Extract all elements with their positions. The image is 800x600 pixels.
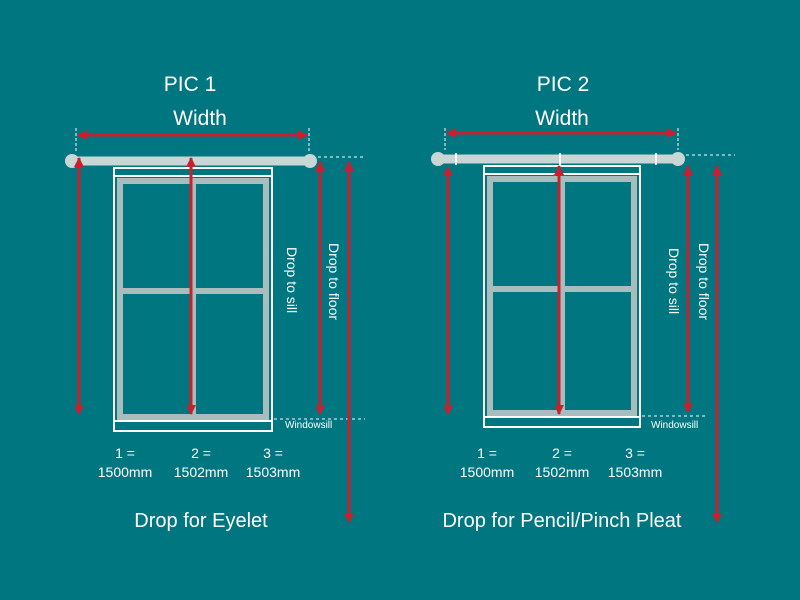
windowsill-label: Windowsill	[285, 420, 332, 431]
pic-label: PIC 1	[164, 73, 217, 96]
measurement-value-2: 1502mm	[535, 464, 589, 480]
pic-label: PIC 2	[537, 73, 590, 96]
drop-to-floor-label: Drop to floor	[326, 243, 342, 320]
panel-pencil-pinch-pleat: PIC 2 Width Drop to sill Drop to floor W…	[431, 73, 735, 532]
measurement-index-2: 2 =	[552, 445, 572, 461]
measurement-index-3: 3 =	[625, 445, 645, 461]
measurement-index-2: 2 =	[191, 445, 211, 461]
rod-finial-right	[671, 152, 685, 166]
measurement-value-3: 1503mm	[608, 464, 662, 480]
windowsill-label: Windowsill	[651, 420, 698, 431]
width-label: Width	[535, 107, 589, 130]
width-label: Width	[173, 107, 227, 130]
windowsill-board	[113, 420, 273, 432]
drop-to-sill-label: Drop to sill	[666, 248, 682, 314]
measurement-value-1: 1500mm	[98, 464, 152, 480]
windowsill-board	[483, 416, 641, 428]
measurement-index-1: 1 =	[477, 445, 497, 461]
rod-finial-right	[303, 154, 317, 168]
measurement-value-3: 1503mm	[246, 464, 300, 480]
rod-finial-left	[65, 154, 79, 168]
measurement-index-1: 1 =	[115, 445, 135, 461]
measurement-value-2: 1502mm	[174, 464, 228, 480]
drop-to-floor-label: Drop to floor	[696, 243, 712, 320]
caption: Drop for Eyelet	[134, 510, 268, 532]
measurement-value-1: 1500mm	[460, 464, 514, 480]
panel-eyelet: PIC 1 Width Drop to sill Drop to floor W…	[65, 73, 365, 532]
drop-to-sill-label: Drop to sill	[284, 247, 300, 313]
rod-finial-left	[431, 152, 445, 166]
measurement-index-3: 3 =	[263, 445, 283, 461]
caption: Drop for Pencil/Pinch Pleat	[442, 510, 681, 532]
